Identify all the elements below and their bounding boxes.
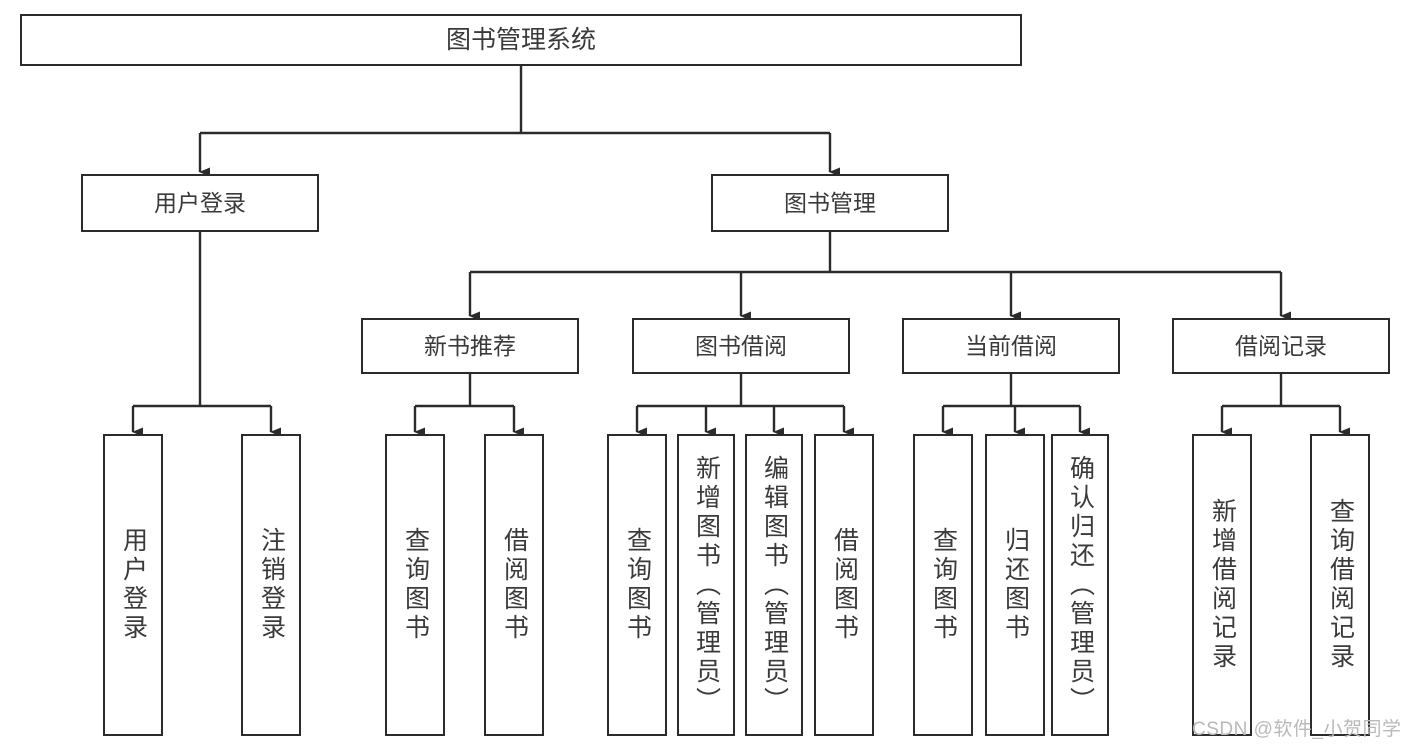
node-leaf-confirm-return-label: 确认归还（管理员） bbox=[1066, 454, 1095, 716]
node-leaf-borrow-book-2[interactable]: 借阅图书 bbox=[814, 434, 874, 736]
node-leaf-add-book[interactable]: 新增图书（管理员） bbox=[677, 434, 735, 736]
node-root-label: 图书管理系统 bbox=[445, 25, 596, 54]
node-new-book-recommend[interactable]: 新书推荐 bbox=[361, 318, 579, 374]
node-leaf-user-logout[interactable]: 注销登录 bbox=[241, 434, 301, 736]
node-leaf-user-logout-label: 注销登录 bbox=[257, 527, 286, 643]
node-book-borrow[interactable]: 图书借阅 bbox=[632, 318, 850, 374]
node-leaf-user-login[interactable]: 用户登录 bbox=[103, 434, 163, 736]
node-leaf-query-book-1-label: 查询图书 bbox=[401, 527, 430, 643]
node-leaf-borrow-book-2-label: 借阅图书 bbox=[830, 527, 859, 643]
node-borrow-record[interactable]: 借阅记录 bbox=[1172, 318, 1390, 374]
node-leaf-add-book-label: 新增图书（管理员） bbox=[692, 454, 721, 716]
node-leaf-borrow-book-1[interactable]: 借阅图书 bbox=[484, 434, 544, 736]
node-leaf-query-book-2-label: 查询图书 bbox=[623, 527, 652, 643]
node-book-borrow-label: 图书借阅 bbox=[695, 332, 787, 359]
node-leaf-add-borrow-record[interactable]: 新增借阅记录 bbox=[1192, 434, 1252, 736]
csdn-watermark: CSDN @软件_小贺同学 bbox=[1192, 719, 1402, 740]
node-leaf-user-login-label: 用户登录 bbox=[119, 527, 148, 643]
node-user-login-label: 用户登录 bbox=[154, 189, 246, 216]
node-leaf-return-book-label: 归还图书 bbox=[1001, 527, 1030, 643]
node-borrow-record-label: 借阅记录 bbox=[1235, 332, 1327, 359]
node-leaf-query-book-2[interactable]: 查询图书 bbox=[607, 434, 667, 736]
node-leaf-confirm-return[interactable]: 确认归还（管理员） bbox=[1051, 434, 1109, 736]
node-leaf-add-borrow-record-label: 新增借阅记录 bbox=[1208, 498, 1237, 672]
node-current-borrow-label: 当前借阅 bbox=[965, 332, 1057, 359]
node-leaf-query-borrow-record[interactable]: 查询借阅记录 bbox=[1310, 434, 1370, 736]
node-root[interactable]: 图书管理系统 bbox=[20, 14, 1022, 66]
node-book-management-label: 图书管理 bbox=[784, 189, 876, 216]
node-current-borrow[interactable]: 当前借阅 bbox=[902, 318, 1120, 374]
node-leaf-query-book-3-label: 查询图书 bbox=[929, 527, 958, 643]
node-leaf-query-borrow-record-label: 查询借阅记录 bbox=[1326, 498, 1355, 672]
node-leaf-borrow-book-1-label: 借阅图书 bbox=[500, 527, 529, 643]
node-leaf-edit-book[interactable]: 编辑图书（管理员） bbox=[745, 434, 803, 736]
node-new-book-recommend-label: 新书推荐 bbox=[424, 332, 516, 359]
node-user-login[interactable]: 用户登录 bbox=[81, 174, 319, 232]
node-leaf-query-book-3[interactable]: 查询图书 bbox=[913, 434, 973, 736]
node-book-management[interactable]: 图书管理 bbox=[711, 174, 949, 232]
node-leaf-query-book-1[interactable]: 查询图书 bbox=[385, 434, 445, 736]
node-leaf-edit-book-label: 编辑图书（管理员） bbox=[760, 454, 789, 716]
node-leaf-return-book[interactable]: 归还图书 bbox=[985, 434, 1045, 736]
